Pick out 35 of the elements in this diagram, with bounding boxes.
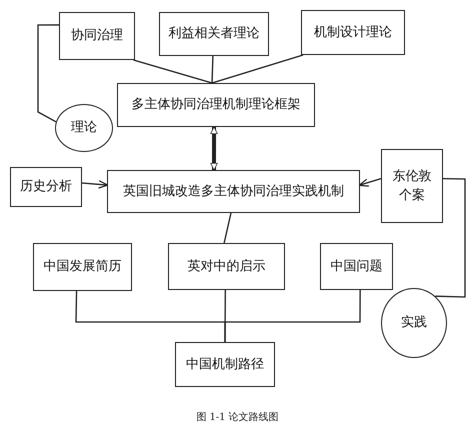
process-box [107, 170, 360, 213]
connector-line [224, 212, 232, 244]
process-box [33, 243, 132, 291]
connector-line [212, 54, 304, 84]
process-box [10, 167, 82, 207]
process-box [159, 12, 269, 56]
box-label: 中国发展简历 [44, 258, 122, 276]
process-box [117, 83, 315, 127]
box-label: 多主体协同治理机制理论框架 [132, 96, 300, 114]
process-box [175, 342, 275, 387]
box-label: 英对中的启示 [188, 258, 266, 276]
connector-line [435, 178, 466, 298]
arrow [210, 126, 218, 170]
connector-line [224, 290, 361, 342]
connector-line [133, 59, 212, 84]
box-label: 实践 [401, 314, 427, 332]
box-label: 历史分析 [20, 178, 72, 196]
box-label: 东伦敦个案 [392, 168, 432, 205]
connector-line [211, 56, 214, 84]
box-label: 机制设计理论 [314, 24, 392, 42]
process-box [168, 243, 285, 290]
box-label: 利益相关者理论 [168, 25, 260, 44]
box-label: 中国问题 [330, 258, 382, 276]
process-box [381, 149, 443, 223]
box-label: 协同治理 [71, 27, 123, 46]
box-label: 英国旧城改造多主体协同治理实践机制 [123, 182, 344, 201]
connector-line [37, 24, 59, 122]
box-label: 中国机制路径 [186, 356, 264, 374]
figure-caption: 图 1-1 论文路线图 [195, 410, 280, 424]
process-box [320, 243, 393, 290]
process-box [301, 10, 405, 55]
process-box [59, 12, 135, 60]
arrow [82, 180, 108, 189]
arrow [358, 178, 382, 187]
box-label: 理论 [71, 119, 97, 138]
